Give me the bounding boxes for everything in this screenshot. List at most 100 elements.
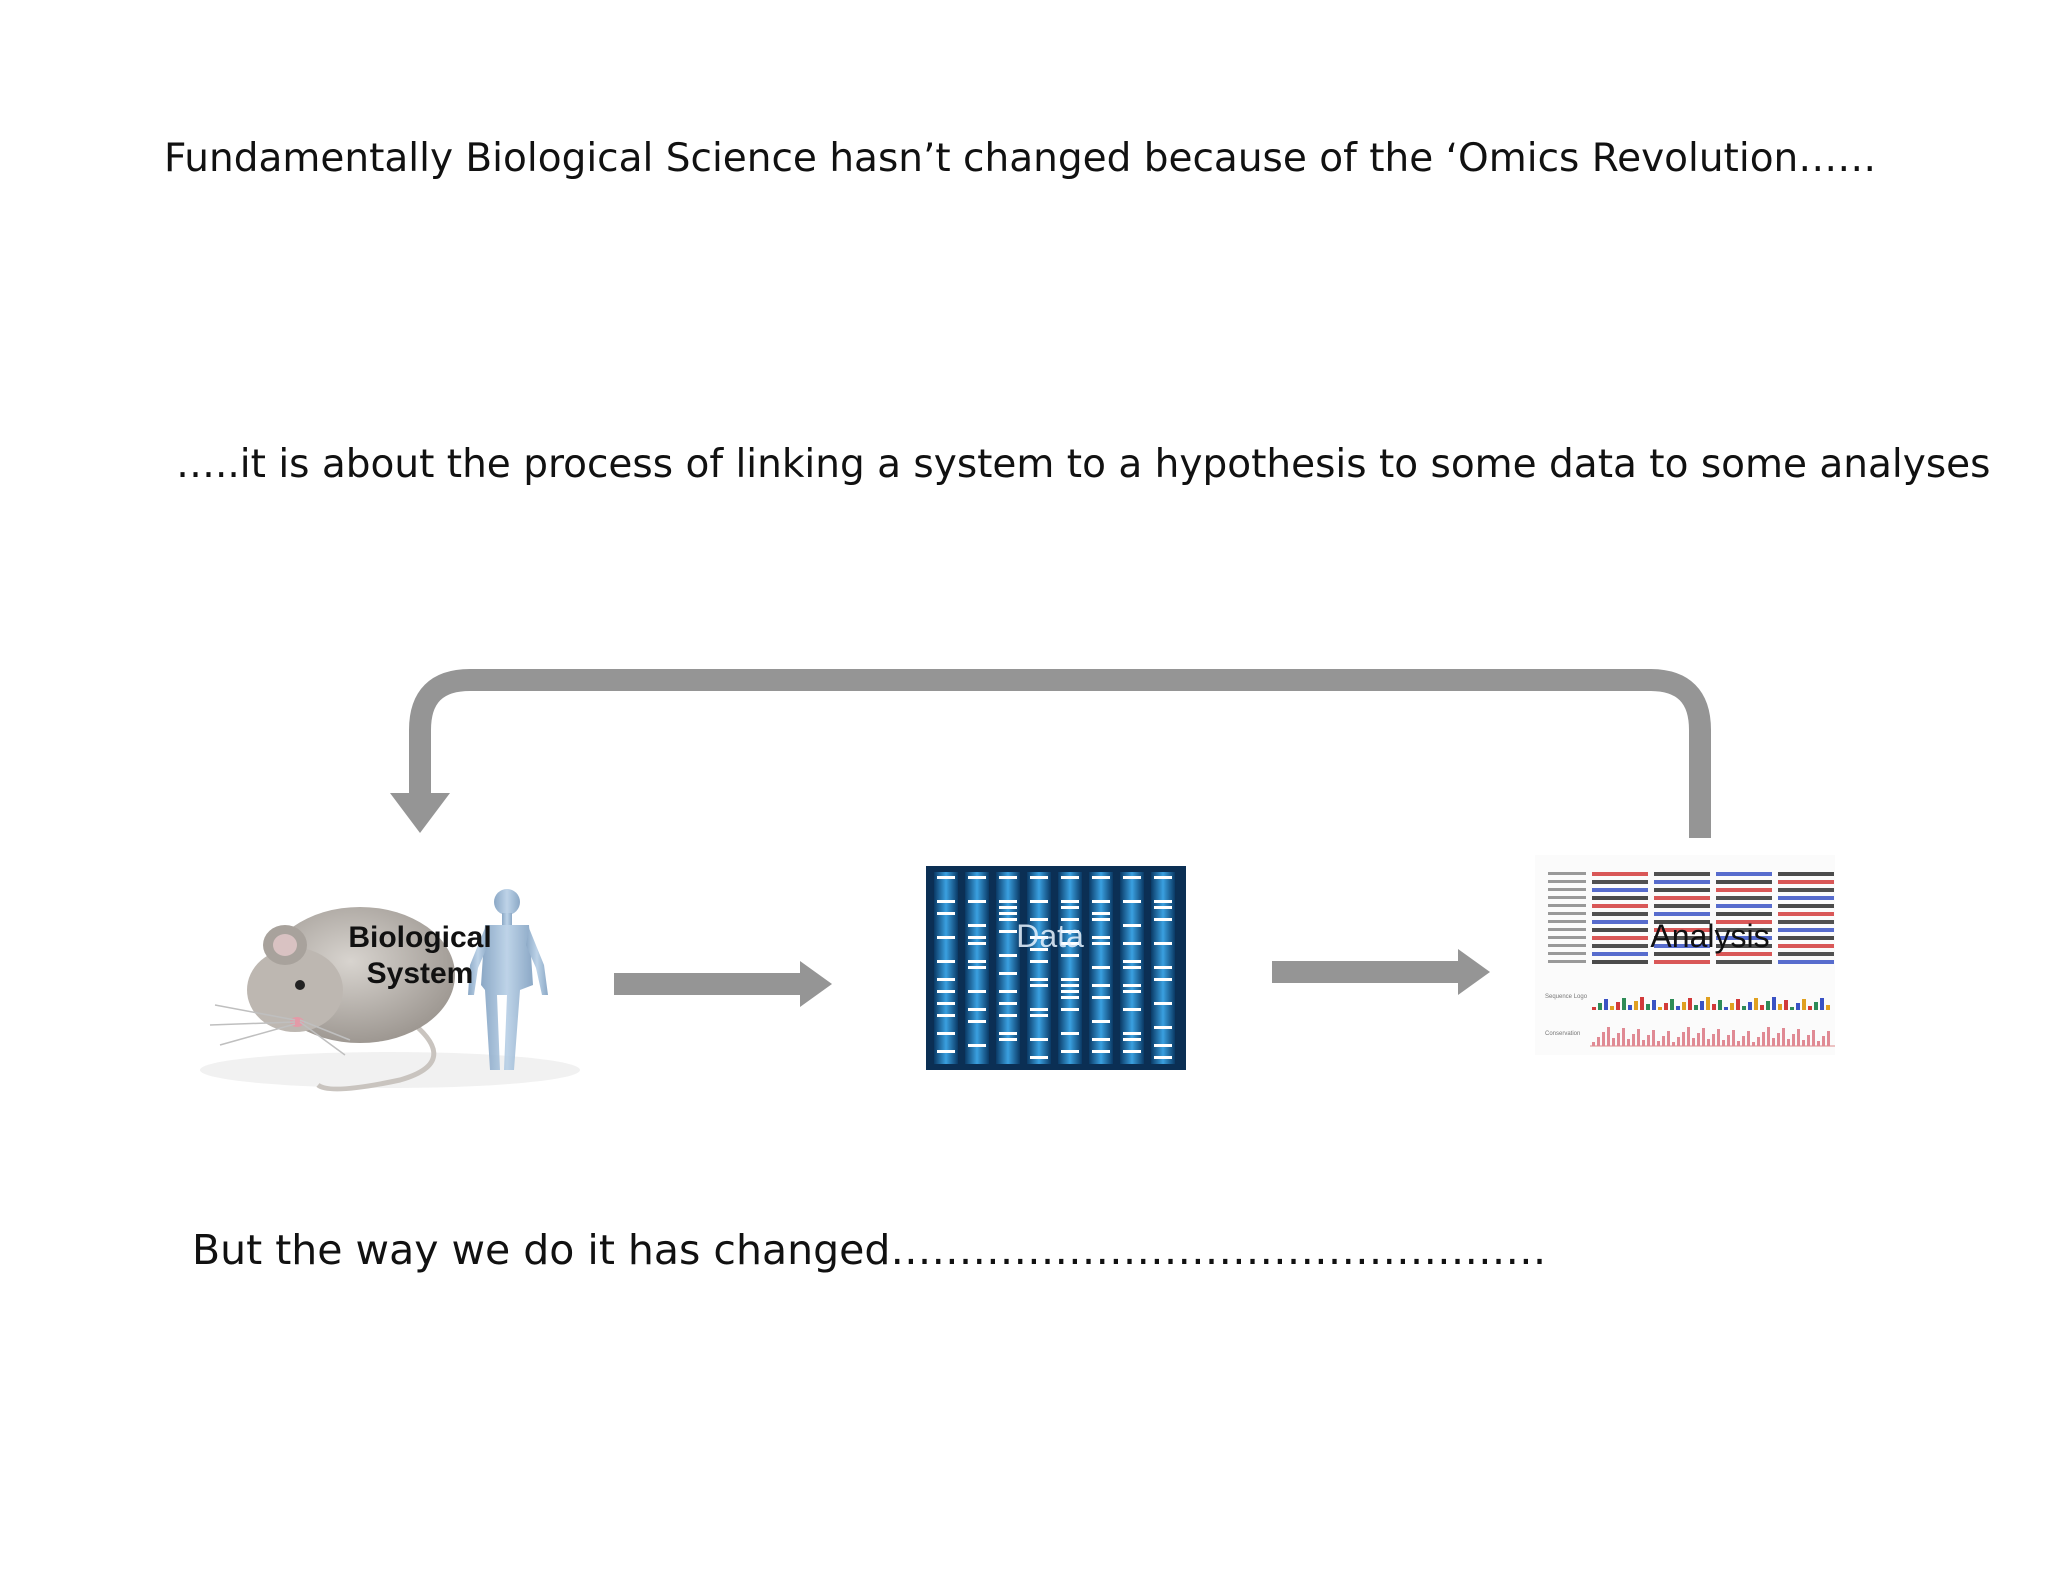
alignment-block (1778, 912, 1834, 916)
conservation-bar (1637, 1029, 1640, 1046)
gel-band (937, 1002, 955, 1005)
conservation-bar (1632, 1034, 1635, 1046)
gel-band (1092, 1020, 1110, 1023)
logo-glyph (1808, 1006, 1812, 1010)
gel-band (968, 1020, 986, 1023)
conservation-bar (1612, 1038, 1615, 1046)
gel-band (999, 972, 1017, 975)
gel-band (1154, 966, 1172, 969)
gel-band (1092, 942, 1110, 945)
gel-band (1092, 996, 1110, 999)
alignment-block (1592, 896, 1648, 900)
gel-band (999, 990, 1017, 993)
feedback-arrow-head (390, 793, 450, 833)
alignment-block (1716, 896, 1772, 900)
conservation-bar (1702, 1028, 1705, 1046)
biological-system-image (200, 889, 580, 1092)
logo-glyph (1646, 1004, 1650, 1010)
conservation-bar (1807, 1035, 1810, 1046)
conservation-bar (1822, 1036, 1825, 1046)
gel-band (1030, 876, 1048, 879)
gel-band (1154, 918, 1172, 921)
gel-band (1123, 924, 1141, 927)
conservation-row-label: Conservation (1545, 1031, 1580, 1037)
alignment-row-name (1548, 928, 1586, 931)
alignment-block (1654, 896, 1710, 900)
gel-band (968, 900, 986, 903)
gel-band (1123, 990, 1141, 993)
gel-band (1030, 978, 1048, 981)
alignment-block (1778, 920, 1834, 924)
alignment-block (1654, 960, 1710, 964)
gel-band (1154, 1026, 1172, 1029)
gel-band (999, 1002, 1017, 1005)
gel-band (968, 1044, 986, 1047)
biological-system-label-line-2: System (366, 957, 474, 990)
alignment-row-name (1548, 888, 1586, 891)
conservation-bar (1652, 1030, 1655, 1046)
conservation-bar (1597, 1037, 1600, 1046)
gel-band (1154, 1056, 1172, 1059)
logo-glyph (1700, 1001, 1704, 1010)
alignment-block (1654, 920, 1710, 924)
logo-glyph (1754, 998, 1758, 1010)
alignment-row-name (1548, 872, 1586, 875)
gel-band (1030, 936, 1048, 939)
conservation-bar (1772, 1038, 1775, 1046)
conservation-bar (1722, 1040, 1725, 1046)
gel-band (968, 876, 986, 879)
alignment-block (1778, 944, 1834, 948)
human-figure-icon (468, 889, 548, 1070)
conservation-bar (1622, 1028, 1625, 1046)
gel-band (937, 960, 955, 963)
alignment-block (1654, 944, 1710, 948)
alignment-block (1778, 880, 1834, 884)
gel-band (1123, 1032, 1141, 1035)
gel-lane (1027, 872, 1051, 1064)
logo-glyph (1592, 1007, 1596, 1010)
gel-band (1123, 1038, 1141, 1041)
conservation-bar (1682, 1032, 1685, 1046)
gel-band (1061, 930, 1079, 933)
gel-band (999, 1014, 1017, 1017)
gel-band (1030, 918, 1048, 921)
alignment-block (1778, 872, 1834, 876)
alignment-block (1592, 952, 1648, 956)
gel-band (1123, 960, 1141, 963)
gel-band (999, 930, 1017, 933)
gel-band (937, 1032, 955, 1035)
gel-band (937, 1014, 955, 1017)
logo-glyph (1730, 1003, 1734, 1010)
logo-glyph (1694, 1005, 1698, 1010)
gel-band (1154, 876, 1172, 879)
gel-band (1061, 990, 1079, 993)
alignment-block (1592, 872, 1648, 876)
gel-band (1123, 900, 1141, 903)
data-gel-image (926, 866, 1186, 1070)
gel-band (1092, 936, 1110, 939)
logo-glyph (1784, 1000, 1788, 1010)
alignment-block (1778, 904, 1834, 908)
gel-band (1030, 1008, 1048, 1011)
conservation-bar (1782, 1028, 1785, 1046)
gel-band (1061, 1050, 1079, 1053)
gel-band (1092, 876, 1110, 879)
alignment-block (1592, 944, 1648, 948)
heading-top: Fundamentally Biological Science hasn’t … (164, 136, 1877, 181)
alignment-block (1778, 896, 1834, 900)
alignment-block (1716, 936, 1772, 940)
conservation-bar (1662, 1036, 1665, 1046)
conservation-bar (1657, 1041, 1660, 1046)
logo-glyph (1802, 999, 1806, 1010)
gel-band (999, 900, 1017, 903)
alignment-block (1716, 944, 1772, 948)
alignment-block (1778, 960, 1834, 964)
conservation-bar (1742, 1036, 1745, 1046)
alignment-block (1716, 880, 1772, 884)
gel-band (1092, 984, 1110, 987)
logo-glyph (1628, 1005, 1632, 1010)
conservation-bar (1727, 1035, 1730, 1046)
data-label: Data (1016, 918, 1084, 954)
conservation-bar (1642, 1040, 1645, 1046)
gel-band (968, 1008, 986, 1011)
